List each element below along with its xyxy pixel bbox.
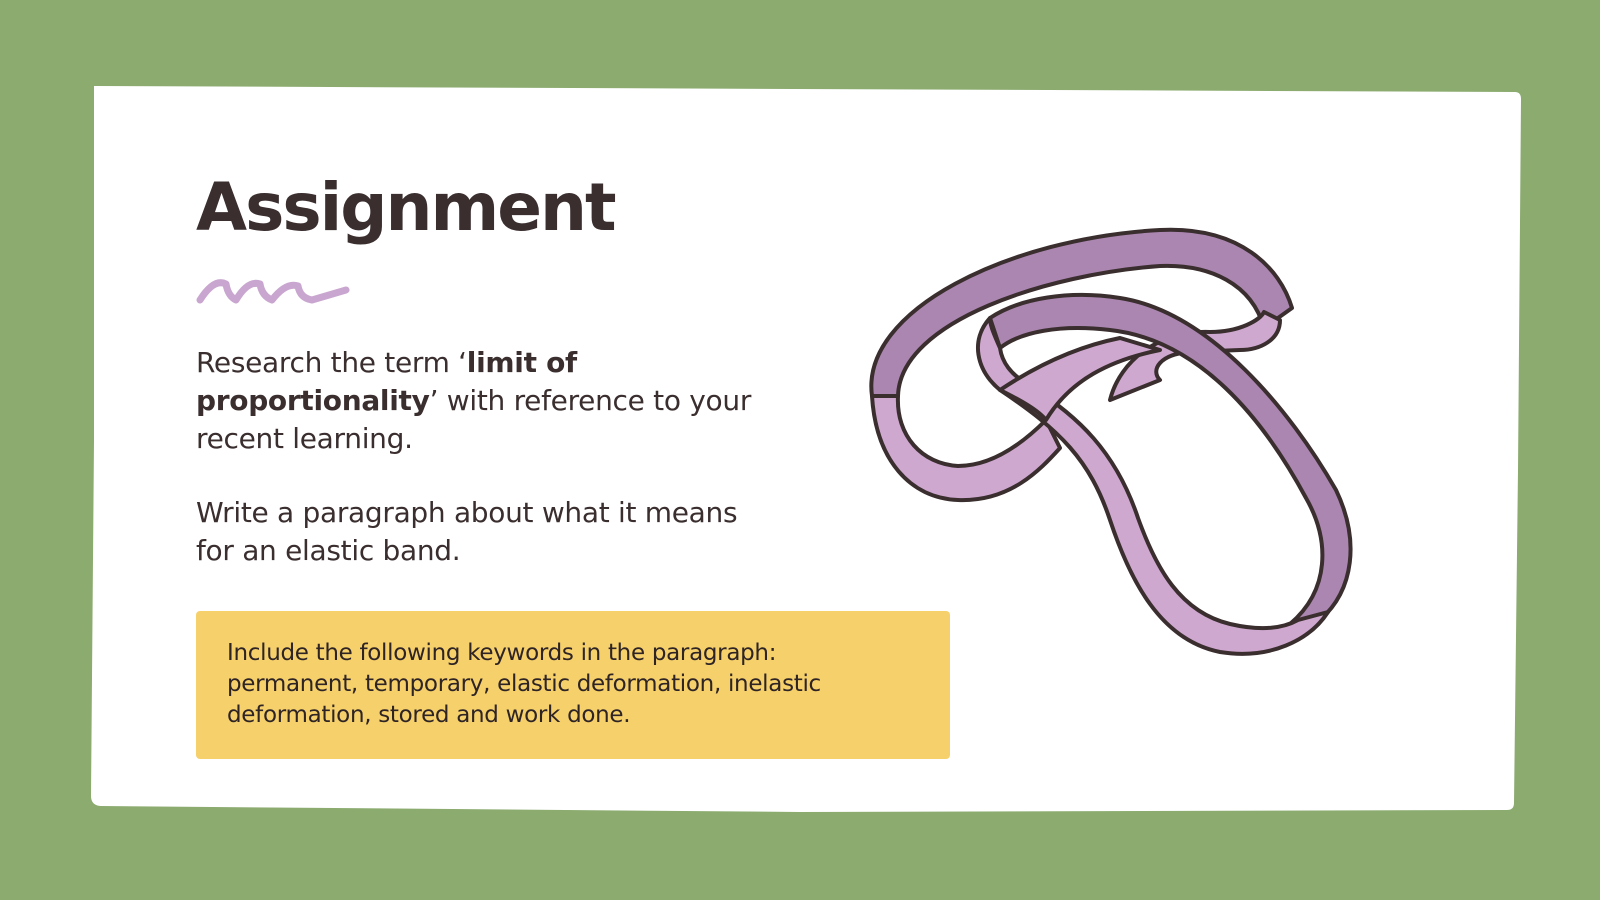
squiggle-icon [196,279,350,304]
elastic-band-icon [869,227,1353,656]
instruction-paragraph-research: Research the term ‘limit of proportional… [196,344,756,458]
instruction-text-before: Research the term ‘ [196,346,467,379]
key-term: limit of proportionality [196,346,577,417]
instruction-text-after: ’ with reference to your recent learning… [196,384,752,455]
keyword-text: Include the following keywords in the pa… [227,640,821,728]
page-title: Assignment [196,169,617,246]
instruction-paragraph-write: Write a paragraph about what it means fo… [196,496,738,567]
keyword-box: Include the following keywords in the pa… [196,611,950,759]
